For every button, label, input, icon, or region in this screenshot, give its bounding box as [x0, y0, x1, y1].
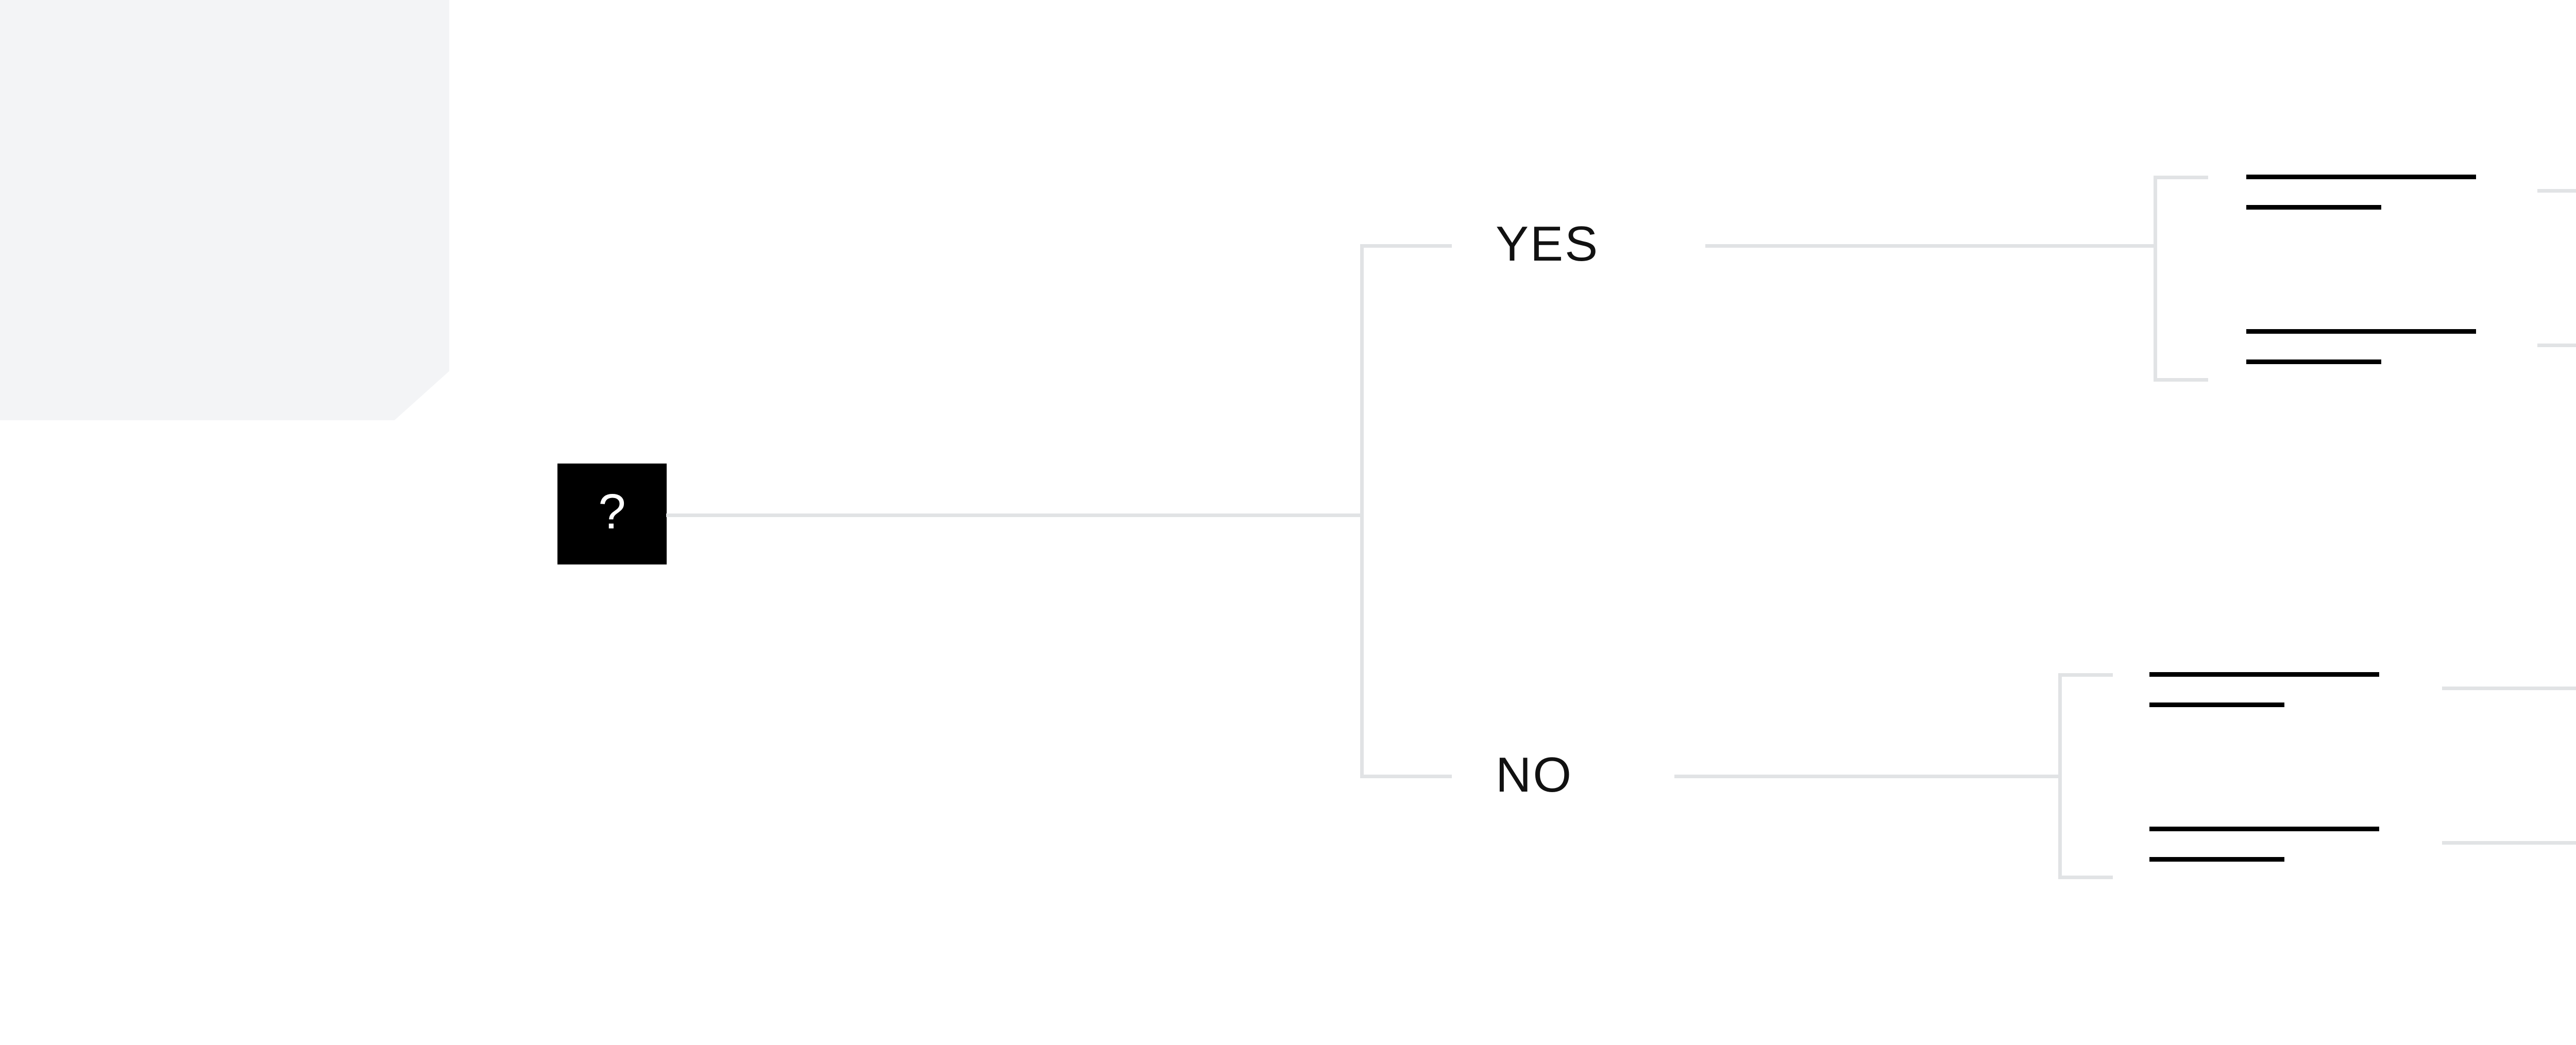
bracket-no-top-stub [2058, 673, 2113, 677]
bracket-yes-bottom-stub [2154, 378, 2208, 382]
redacted-bar [2149, 672, 2379, 677]
connector-spine-vertical [1360, 244, 1364, 778]
redacted-bar [2149, 703, 2284, 707]
branch-label-no[interactable]: NO [1496, 747, 1573, 802]
connector-noa-to-leaf [2442, 687, 2576, 690]
redacted-bar [2246, 175, 2476, 179]
redacted-bar [2246, 329, 2476, 334]
root-node-question[interactable]: ? [557, 464, 667, 564]
branch-label-yes[interactable]: YES [1496, 216, 1600, 271]
bracket-no-bottom-stub [2058, 876, 2113, 879]
connector-yesb-to-leaf [2537, 344, 2576, 347]
connector-yesa-to-leaf [2537, 189, 2576, 193]
connector-spine-to-no [1360, 775, 1452, 778]
question-mark-icon: ? [598, 484, 626, 539]
redacted-bar [2149, 857, 2284, 862]
bracket-yes-top-stub [2154, 176, 2208, 179]
connector-nob-to-leaf [2442, 841, 2576, 845]
redacted-bar [2246, 205, 2381, 210]
connector-spine-to-yes [1360, 244, 1452, 248]
top-left-panel [0, 0, 449, 420]
connector-no-to-bracket [1674, 775, 2061, 778]
bracket-no-vertical [2058, 673, 2062, 879]
connector-root-to-spine [666, 513, 1364, 517]
redacted-bar [2246, 359, 2381, 364]
bracket-yes-vertical [2154, 176, 2157, 382]
redacted-bar [2149, 827, 2379, 831]
connector-yes-to-bracket [1705, 244, 2156, 248]
